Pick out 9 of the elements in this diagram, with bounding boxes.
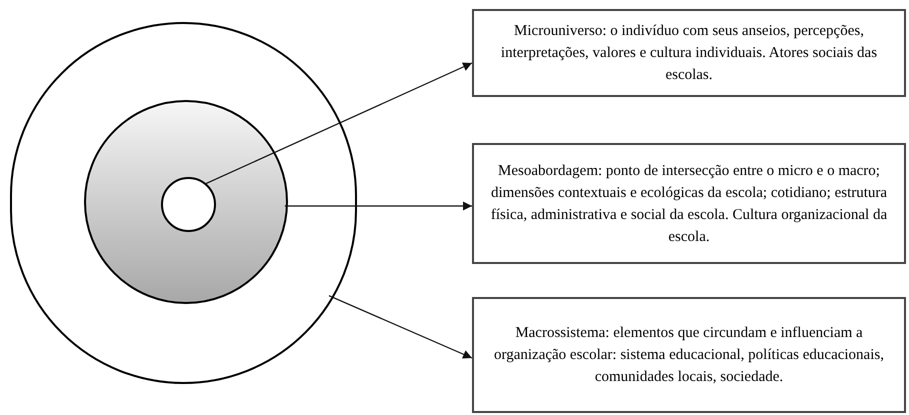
box-text: Mesoabordagem: ponto de intersecção entre o micro e o macro; dimensões contextuais e ecológicas da escola; cotidiano; estrutura física, administrativa e social da escola. Cultura organizacional da escola.: [490, 162, 888, 246]
box-text: Microuniverso: o indivíduo com seus anseios, percepções, interpretações, valores e cultura individuais. Atores sociais das escolas.: [500, 22, 878, 85]
arrow: [284, 202, 472, 210]
text-box: [472, 143, 906, 264]
text-box: [472, 297, 906, 413]
text-box: [472, 9, 906, 97]
arrow: [328, 295, 472, 359]
box-text: Macrossistema: elementos que circundam e influenciam a organização escolar: sistema educacional, políticas educacionais, comunidades locais, sociedade.: [493, 324, 885, 387]
arrow: [204, 62, 472, 184]
